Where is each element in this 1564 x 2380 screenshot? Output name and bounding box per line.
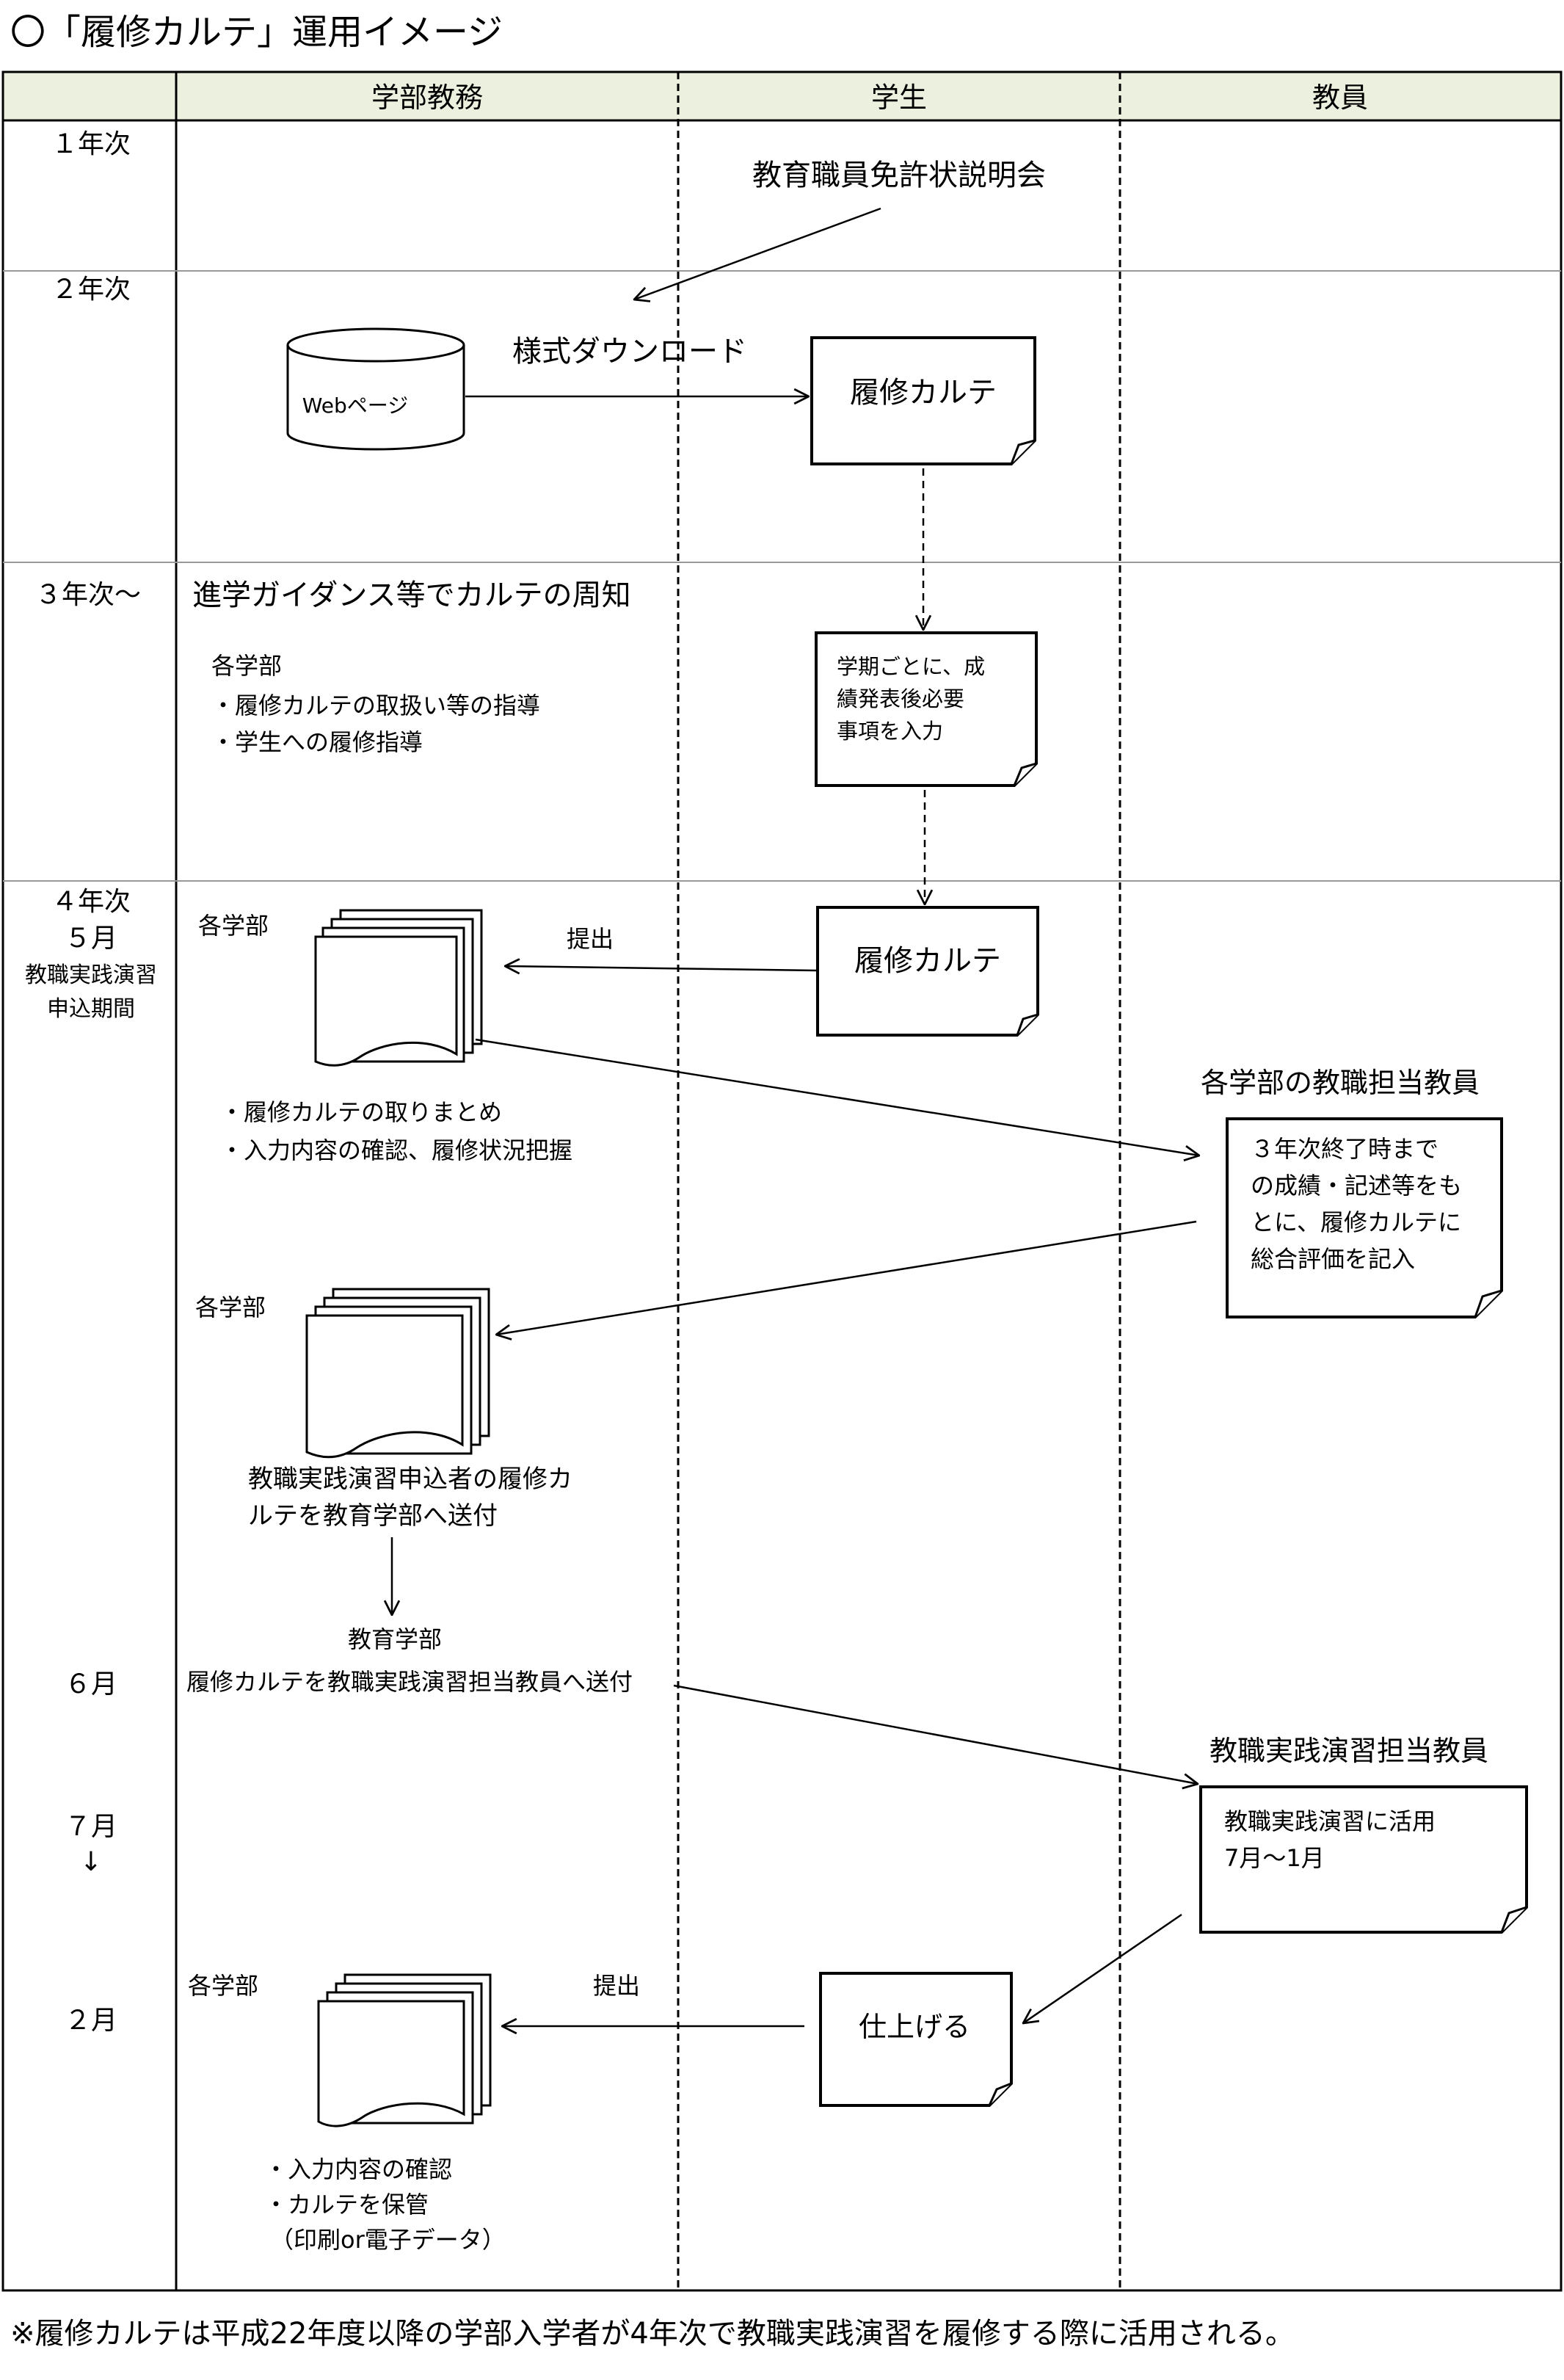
teacher-eval-line2: の成績・記述等をも: [1251, 1172, 1462, 1200]
storage-item-1: ・入力内容の確認: [264, 2155, 452, 2183]
stacked-documents-1: [314, 909, 483, 1067]
arrow-to-practicum-teacher: [673, 1684, 1198, 1784]
karte-label-year2: 履修カルテ: [850, 376, 997, 410]
web-page-label: Webページ: [302, 393, 409, 418]
submit-label-year4: 提出: [567, 925, 614, 953]
arrow-dept-to-teacher: [475, 1038, 1199, 1155]
teacher-eval-line1: ３年次終了時まで: [1251, 1135, 1438, 1163]
guidance-label: 進学ガイダンス等でカルテの周知: [192, 578, 631, 612]
compile-item-1: ・履修カルテの取りまとめ: [220, 1098, 502, 1126]
web-page-database: Webページ: [286, 327, 465, 451]
semester-entry-line2: 績発表後必要: [837, 686, 964, 711]
year-label-3: ３年次～: [35, 580, 141, 610]
column-header-faculty: 教員: [1312, 81, 1368, 114]
send-to-practicum-teacher: 履修カルテを教職実践演習担当教員へ送付: [186, 1668, 633, 1696]
semester-entry-box: 学期ごとに、成 績発表後必要 事項を入力: [815, 631, 1038, 787]
arrow-teacher-to-finish: [1023, 1913, 1182, 2023]
karte-document-year4: 履修カルテ: [816, 906, 1039, 1037]
send-to-education-line2: ルテを教育学部へ送付: [248, 1501, 498, 1531]
submit-label-feb: 提出: [593, 1972, 640, 2000]
compile-item-2: ・入力内容の確認、履修状況把握: [220, 1136, 572, 1164]
practicum-use-line2: 7月～1月: [1224, 1844, 1325, 1872]
license-briefing-label: 教育職員免許状説明会: [752, 159, 1046, 192]
header-row: [1, 70, 1563, 122]
dept-label-year3: 各学部: [211, 652, 282, 680]
dept-label-year4-return: 各学部: [195, 1294, 266, 1321]
stacked-documents-2: [305, 1288, 490, 1459]
finish-karte-box: 仕上げる: [819, 1972, 1013, 2107]
semester-entry-line1: 学期ごとに、成: [837, 654, 985, 679]
teacher-eval-line4: 総合評価を記入: [1251, 1245, 1415, 1273]
karte-label-year4: 履修カルテ: [854, 944, 1001, 978]
year-label-1: １年次: [51, 129, 131, 159]
send-to-education-line1: 教職実践演習申込者の履修カ: [248, 1465, 572, 1494]
arrow-karte-to-dept: [505, 966, 817, 970]
year-label-2: ２年次: [51, 275, 131, 305]
stacked-documents-3: [317, 1973, 492, 2127]
teacher-eval-line3: とに、履修カルテに: [1251, 1208, 1461, 1236]
month-label-may: ５月: [65, 924, 117, 954]
year-label-4: ４年次: [51, 887, 131, 917]
month-label-february: ２月: [65, 2006, 117, 2036]
year-labels: １年次 ２年次 ３年次～ ４年次 ５月 教職実践演習 申込期間 ６月 ７月 ↓ …: [25, 129, 157, 2036]
finish-label: 仕上げる: [859, 2011, 970, 2043]
application-period-line1: 教職実践演習: [25, 962, 157, 988]
practicum-use-box: 教職実践演習に活用 7月～1月: [1199, 1785, 1528, 1934]
karte-document-year2: 履修カルテ: [810, 336, 1036, 465]
month-label-july: ７月: [65, 1812, 117, 1842]
dept-label-feb: 各学部: [188, 1972, 258, 2000]
storage-item-2: ・カルテを保管: [264, 2191, 429, 2218]
guidance-item-2: ・学生への履修指導: [211, 728, 423, 756]
month-label-july-arrow: ↓: [80, 1847, 102, 1877]
practicum-teacher-heading: 教職実践演習担当教員: [1210, 1735, 1488, 1767]
guidance-item-1: ・履修カルテの取扱い等の指導: [211, 692, 540, 719]
column-header-academic-affairs: 学部教務: [371, 81, 483, 114]
teacher-heading-year4: 各学部の教職担当教員: [1201, 1067, 1480, 1099]
template-download-label: 様式ダウンロード: [512, 335, 747, 369]
dept-label-year4: 各学部: [198, 912, 269, 940]
education-dept-label: 教育学部: [348, 1625, 442, 1653]
month-label-june: ６月: [65, 1669, 117, 1699]
semester-entry-line3: 事項を入力: [837, 719, 943, 744]
table-border: [1, 70, 1563, 2292]
application-period-line2: 申込期間: [47, 996, 135, 1022]
storage-item-3: （印刷or電子データ）: [270, 2226, 506, 2254]
arrow-briefing-to-download: [634, 207, 881, 300]
swimlane-table: 学部教務 学生 教員: [1, 70, 1563, 2292]
teacher-evaluation-box: ３年次終了時まで の成績・記述等をも とに、履修カルテに 総合評価を記入: [1226, 1117, 1503, 1318]
column-header-student: 学生: [871, 81, 927, 114]
practicum-use-line1: 教職実践演習に活用: [1224, 1807, 1436, 1835]
footnote: ※履修カルテは平成22年度以降の学部入学者が4年次で教職実践演習を履修する際に活…: [10, 2317, 1295, 2351]
arrow-teacher-to-dept: [496, 1220, 1197, 1335]
page-title: 〇「履修カルテ」運用イメージ: [10, 12, 503, 53]
